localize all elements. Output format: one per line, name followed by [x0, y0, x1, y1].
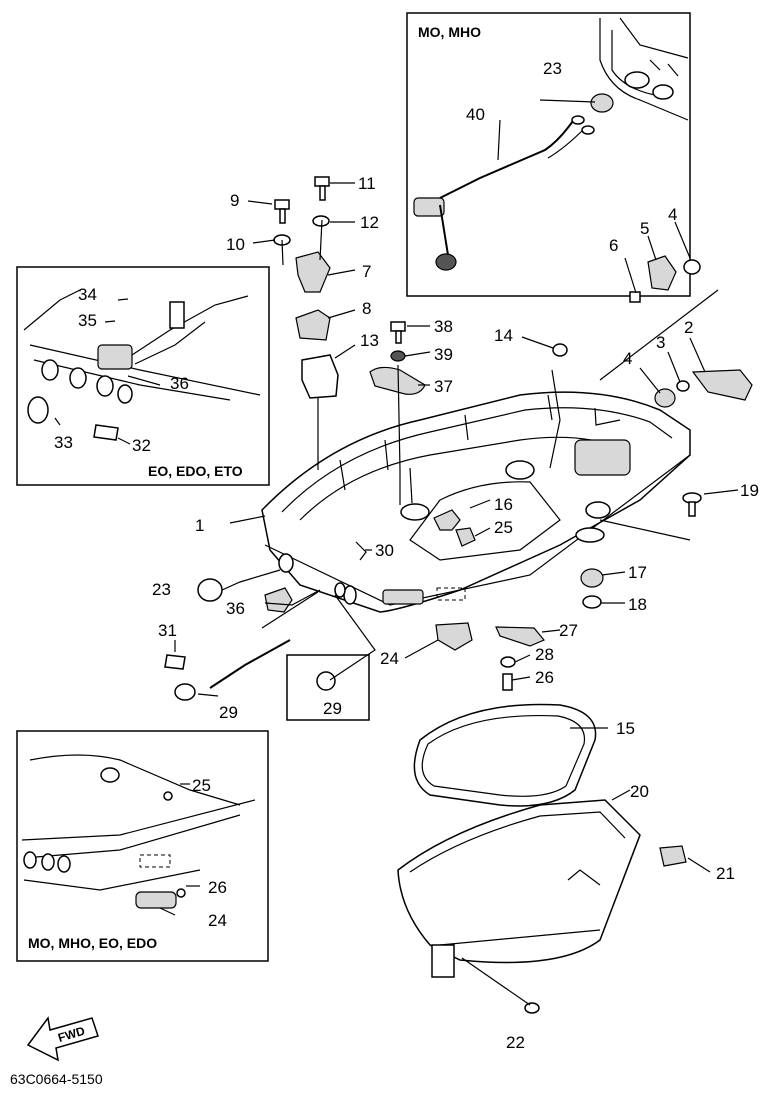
- part-label-24a: 24: [380, 649, 399, 668]
- part-label-29b: 29: [323, 699, 342, 718]
- part-label-17: 17: [628, 563, 647, 582]
- part-label-8: 8: [362, 299, 371, 318]
- part-label-6: 6: [609, 236, 618, 255]
- part-label-33: 33: [54, 433, 73, 452]
- inset-label-top-right: MO, MHO: [418, 24, 481, 40]
- part-label-23a: 23: [543, 59, 562, 78]
- part-label-22: 22: [506, 1033, 525, 1052]
- part-label-5: 5: [640, 219, 649, 238]
- part-label-11: 11: [358, 174, 376, 193]
- small-parts: [164, 176, 753, 1014]
- part-label-9: 9: [230, 191, 239, 210]
- lower-case-20: [397, 799, 641, 978]
- part-label-14: 14: [494, 326, 513, 345]
- part-label-3: 3: [656, 333, 665, 352]
- part-label-31: 31: [158, 621, 177, 640]
- part-label-13: 13: [360, 331, 379, 350]
- inset-label-bottom-left: MO, MHO, EO, EDO: [28, 935, 157, 951]
- inset-label-left-mid: EO, EDO, ETO: [148, 463, 243, 479]
- part-label-19: 19: [740, 481, 759, 500]
- part-label-15: 15: [616, 719, 635, 738]
- inset-bottom-left-drawing: [21, 754, 256, 909]
- part-label-35: 35: [78, 311, 97, 330]
- part-label-26b: 26: [208, 878, 227, 897]
- part-label-27: 27: [559, 621, 578, 640]
- part-label-23b: 23: [152, 580, 171, 599]
- part-label-26a: 26: [535, 668, 554, 687]
- part-label-36b: 36: [226, 599, 245, 618]
- part-label-20: 20: [630, 782, 649, 801]
- inset-box-bottom-left: [16, 730, 269, 962]
- part-label-1: 1: [195, 516, 204, 535]
- part-label-36a: 36: [170, 374, 189, 393]
- part-label-12: 12: [360, 213, 379, 232]
- part-labels: 1 2 3 4 4 5 6 7 8 9 10 11 12 13 14 15 16…: [54, 59, 759, 1052]
- part-label-24b: 24: [208, 911, 227, 930]
- part-label-28: 28: [535, 645, 554, 664]
- part-label-34: 34: [78, 285, 97, 304]
- inset-box-small: [286, 654, 370, 721]
- part-label-4b: 4: [623, 349, 632, 368]
- part-label-21: 21: [716, 864, 735, 883]
- gasket-15: [413, 703, 597, 807]
- leader-lines: [54, 99, 739, 1006]
- part-label-39: 39: [434, 345, 453, 364]
- inset-box-left-mid: [16, 266, 270, 486]
- part-label-32: 32: [132, 436, 151, 455]
- part-label-16: 16: [494, 495, 513, 514]
- part-label-25b: 25: [192, 776, 211, 795]
- part-label-4a: 4: [668, 205, 677, 224]
- part-label-40: 40: [466, 105, 485, 124]
- part-label-10: 10: [226, 235, 245, 254]
- inset-left-mid-drawing: [23, 289, 261, 441]
- part-label-2: 2: [684, 318, 693, 337]
- part-label-7: 7: [362, 262, 371, 281]
- inset-top-right-drawing: [413, 17, 689, 271]
- part-label-29a: 29: [219, 703, 238, 722]
- part-label-38: 38: [434, 317, 453, 336]
- bottom-cowling: [261, 391, 691, 613]
- inset-box-top-right: [406, 12, 691, 297]
- fwd-arrow: FWD: [26, 1016, 99, 1062]
- part-label-30: 30: [375, 541, 394, 560]
- part-label-37: 37: [434, 377, 453, 396]
- diagram-code: 63C0664-5150: [10, 1071, 103, 1087]
- part-label-18: 18: [628, 595, 647, 614]
- part-label-25a: 25: [494, 518, 513, 537]
